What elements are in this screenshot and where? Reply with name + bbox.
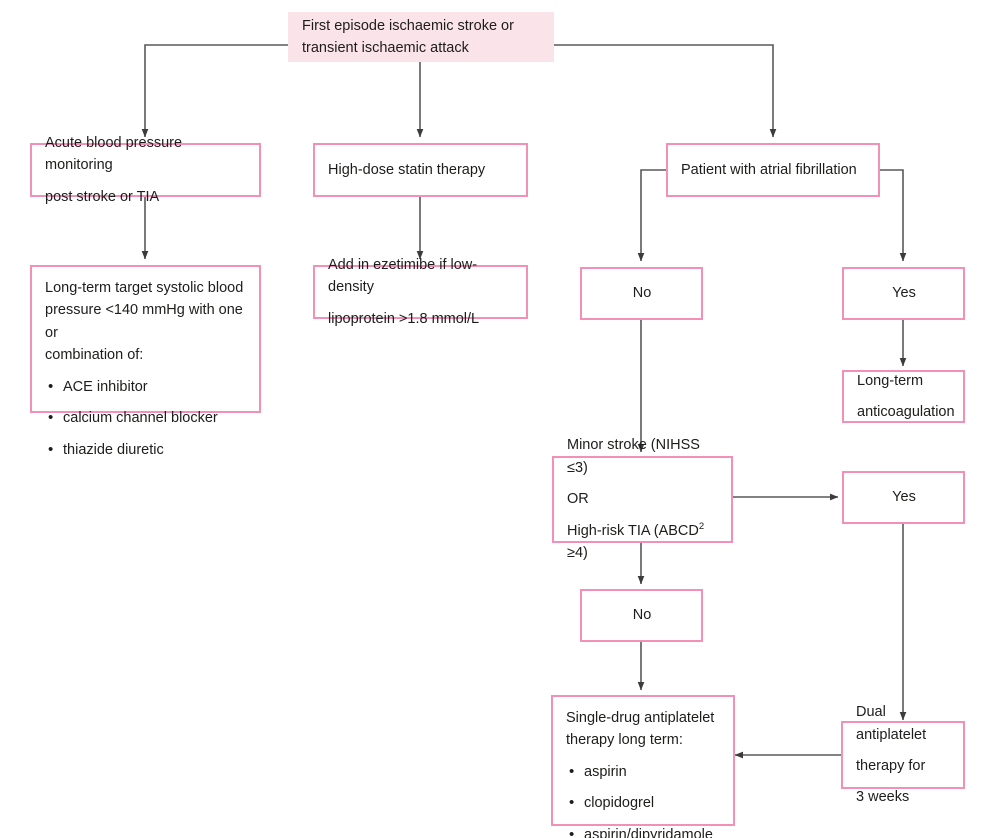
node-severity-yes-label: Yes	[892, 489, 916, 506]
node-single-drug-antiplatelet[interactable]: Single-drug antiplatelet therapy long te…	[551, 695, 735, 838]
node-bp-target-line3: combination of:	[45, 347, 144, 364]
node-long-term-anticoagulation[interactable]: Long-term anticoagulation	[842, 370, 965, 423]
edge-root-to-af	[554, 44, 777, 138]
node-ezetimibe[interactable]: Add in ezetimibe if low-density lipoprot…	[313, 257, 528, 327]
node-stroke-severity-line3-post: ≥4)	[567, 545, 588, 562]
node-dual-antiplatelet-line3: 3 weeks	[856, 789, 910, 806]
node-acute-bp-monitoring-line2: post stroke or TIA	[45, 188, 160, 205]
edge-af-to-yes	[880, 169, 907, 262]
node-single-drug-antiplatelet-bullets: aspirin clopidogrel aspirin/dipyridamole	[566, 752, 721, 838]
node-first-episode-line1: First episode ischaemic stroke or	[302, 17, 514, 34]
node-severity-no-label: No	[632, 607, 652, 624]
node-severity-yes[interactable]: Yes	[842, 471, 965, 524]
node-dual-antiplatelet-line2: therapy for	[856, 758, 926, 774]
node-af-yes[interactable]: Yes	[842, 267, 965, 320]
node-ezetimibe-line2: lipoprotein >1.8 mmol/L	[328, 310, 480, 327]
node-dual-antiplatelet-line1: Dual antiplatelet	[856, 704, 927, 743]
list-item: aspirin	[566, 760, 721, 784]
node-long-term-anticoagulation-line2: anticoagulation	[857, 404, 955, 420]
node-stroke-severity-line3-sup: 2	[698, 520, 705, 532]
node-single-drug-antiplatelet-line1: Single-drug antiplatelet	[566, 710, 715, 726]
node-stroke-severity-line2: OR	[567, 491, 589, 508]
node-stroke-severity-line3-pre: High-risk TIA (ABCD	[567, 522, 699, 539]
node-single-drug-antiplatelet-line2: therapy long term:	[566, 732, 683, 749]
edge-af-to-no	[637, 169, 666, 262]
node-high-dose-statin-line1: High-dose statin therapy	[328, 161, 486, 178]
list-item: calcium channel blocker	[45, 406, 247, 430]
node-bp-target-line1: Long-term target systolic blood	[45, 280, 244, 296]
list-item: clopidogrel	[566, 791, 721, 815]
edge-root-to-bp	[141, 44, 288, 138]
node-af-no[interactable]: No	[580, 267, 703, 320]
node-severity-no[interactable]: No	[580, 589, 703, 642]
node-first-episode[interactable]: First episode ischaemic stroke or transi…	[288, 12, 554, 62]
node-first-episode-line2: transient ischaemic attack	[302, 40, 469, 56]
node-high-dose-statin[interactable]: High-dose statin therapy	[313, 143, 528, 197]
node-af-yes-label: Yes	[892, 285, 916, 302]
node-stroke-severity-line1: Minor stroke (NIHSS ≤3)	[567, 437, 700, 476]
node-bp-target-line2: pressure <140 mmHg with one or	[45, 302, 243, 341]
node-atrial-fibrillation[interactable]: Patient with atrial fibrillation	[666, 143, 880, 197]
node-ezetimibe-line1: Add in ezetimibe if low-density	[328, 256, 478, 296]
list-item: thiazide diuretic	[45, 438, 247, 462]
list-item: ACE inhibitor	[45, 375, 247, 399]
node-bp-target-bullets: ACE inhibitor calcium channel blocker th…	[45, 367, 247, 462]
node-stroke-severity-line3: High-risk TIA (ABCD2 ≥4)	[567, 520, 719, 565]
node-stroke-severity[interactable]: Minor stroke (NIHSS ≤3) OR High-risk TIA…	[552, 437, 733, 561]
node-atrial-fibrillation-line1: Patient with atrial fibrillation	[681, 161, 857, 178]
node-bp-target[interactable]: Long-term target systolic blood pressure…	[30, 265, 261, 462]
node-acute-bp-monitoring-line1: Acute blood pressure monitoring	[45, 134, 183, 174]
node-long-term-anticoagulation-line1: Long-term	[857, 372, 924, 389]
node-af-no-label: No	[632, 285, 652, 302]
list-item: aspirin/dipyridamole	[566, 823, 721, 838]
node-dual-antiplatelet[interactable]: Dual antiplatelet therapy for 3 weeks	[841, 704, 965, 805]
node-acute-bp-monitoring[interactable]: Acute blood pressure monitoring post str…	[30, 135, 261, 205]
